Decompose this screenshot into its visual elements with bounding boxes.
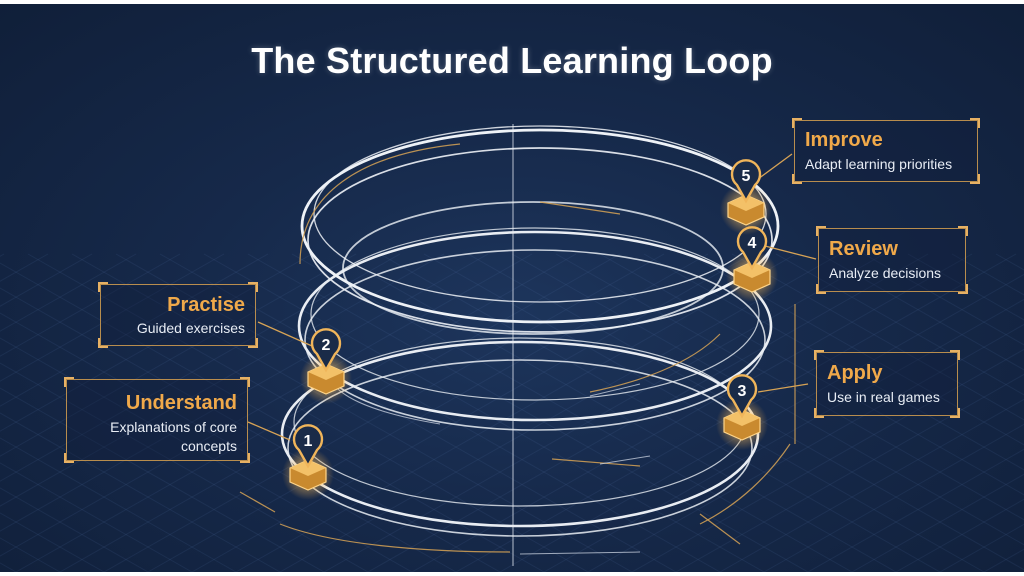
- step-marker-5: 5: [720, 159, 772, 235]
- callout-title-improve: Improve: [805, 129, 883, 151]
- grid-line: [0, 253, 357, 457]
- grid-line: [587, 323, 1024, 572]
- grid-line: [115, 253, 677, 572]
- step-number-4: 4: [748, 235, 757, 252]
- callout-desc-understand-line2: concepts: [180, 438, 237, 454]
- grid-line: [379, 253, 941, 572]
- step-marker-3: 3: [716, 374, 768, 450]
- callout-title-review: Review: [829, 238, 898, 260]
- grid-line: [0, 412, 281, 572]
- grid-line: [543, 298, 1024, 572]
- grid-line: [411, 253, 973, 572]
- grid-line: [0, 253, 269, 407]
- background-grid: [0, 253, 1024, 572]
- grid-line: [0, 253, 313, 432]
- callout-title-understand: Understand: [125, 392, 237, 414]
- grid-line: [819, 253, 1024, 371]
- grid-line: [599, 253, 1024, 496]
- diagram-title: The Structured Learning Loop: [251, 40, 773, 81]
- grid-line: [0, 287, 501, 572]
- grid-line: [0, 337, 413, 572]
- grid-line: [71, 253, 633, 572]
- callout-title-practise: Practise: [167, 294, 245, 316]
- grid-line: [807, 448, 1024, 572]
- step-marker-1: 1: [282, 424, 334, 500]
- grid-line: [279, 253, 841, 572]
- callout-apply: Apply Use in real games: [814, 350, 960, 418]
- grid-line: [0, 437, 237, 572]
- step-number-2: 2: [322, 337, 331, 354]
- grid-line: [895, 498, 1024, 572]
- callout-understand: Understand Explanations of core concepts: [64, 377, 250, 463]
- grid-line: [643, 253, 1024, 471]
- step-number-3: 3: [738, 383, 747, 400]
- grid-line: [0, 253, 533, 557]
- grid-line: [687, 253, 1024, 446]
- grid-line: [499, 273, 1024, 572]
- leader-lines: [247, 153, 817, 441]
- callout-desc-improve: Adapt learning priorities: [805, 156, 953, 172]
- grid-line: [367, 253, 929, 572]
- callout-practise: Practise Guided exercises: [98, 282, 258, 348]
- map-pin-icon: [292, 424, 324, 469]
- grid-line: [235, 253, 797, 572]
- map-pin-icon: [310, 328, 342, 373]
- callout-desc-understand-line1: Explanations of core: [110, 419, 237, 435]
- grid-line: [0, 387, 325, 572]
- grid-line: [291, 253, 853, 572]
- grid-line: [0, 312, 457, 572]
- flow-arrows: [239, 143, 796, 553]
- grid-line: [907, 253, 1024, 321]
- grid-line: [983, 548, 1024, 572]
- grid-line: [719, 398, 1024, 572]
- grid-line: [0, 253, 137, 332]
- grid-line: [59, 253, 621, 572]
- step-number-1: 1: [304, 433, 313, 450]
- grid-line: [0, 253, 181, 357]
- grid-line: [203, 253, 765, 572]
- callout-desc-review: Analyze decisions: [829, 265, 942, 281]
- grid-line: [147, 253, 709, 572]
- spiral-diagram: 1 2 3 4 5: [0, 124, 1024, 572]
- map-pin-icon: [730, 159, 762, 204]
- step-marker-2: 2: [300, 328, 352, 404]
- diagram-canvas: 1 2 3 4 5 The Structured Learning Loop Under…: [0, 4, 1024, 572]
- grid-line: [511, 253, 1024, 546]
- grid-line: [675, 373, 1024, 572]
- callout-desc-apply: Use in real games: [827, 389, 940, 405]
- grid-line: [0, 253, 489, 532]
- grid-line: [0, 462, 193, 572]
- grid-line: [15, 253, 577, 572]
- grid-line: [0, 487, 149, 572]
- grid-line: [191, 253, 753, 572]
- grid-line: [0, 253, 225, 382]
- map-pin-icon: [726, 374, 758, 419]
- grid-line: [863, 253, 1024, 346]
- step-number-5: 5: [742, 168, 751, 185]
- callout-desc-practise: Guided exercises: [136, 320, 245, 336]
- coil-top: [300, 125, 780, 335]
- grid-line: [323, 253, 885, 572]
- grid-line: [763, 423, 1024, 572]
- callout-title-apply: Apply: [827, 362, 883, 384]
- grid-line: [247, 253, 809, 572]
- grid-line: [0, 253, 445, 507]
- grid-line: [0, 262, 545, 572]
- grid-line: [0, 362, 369, 572]
- grid-line: [631, 348, 1024, 572]
- grid-line: [0, 253, 401, 482]
- grid-line: [0, 512, 105, 572]
- callout-improve: Improve Adapt learning priorities: [792, 118, 980, 184]
- callout-review: Review Analyze decisions: [816, 226, 968, 294]
- grid-line: [555, 253, 1024, 521]
- coil-middle: [297, 227, 773, 431]
- grid-line: [775, 253, 1024, 396]
- grid-line: [103, 253, 665, 572]
- grid-line: [851, 473, 1024, 572]
- coil-bottom: [280, 337, 760, 537]
- grid-line: [423, 253, 985, 572]
- grid-line: [731, 253, 1024, 421]
- step-marker-4: 4: [726, 226, 778, 302]
